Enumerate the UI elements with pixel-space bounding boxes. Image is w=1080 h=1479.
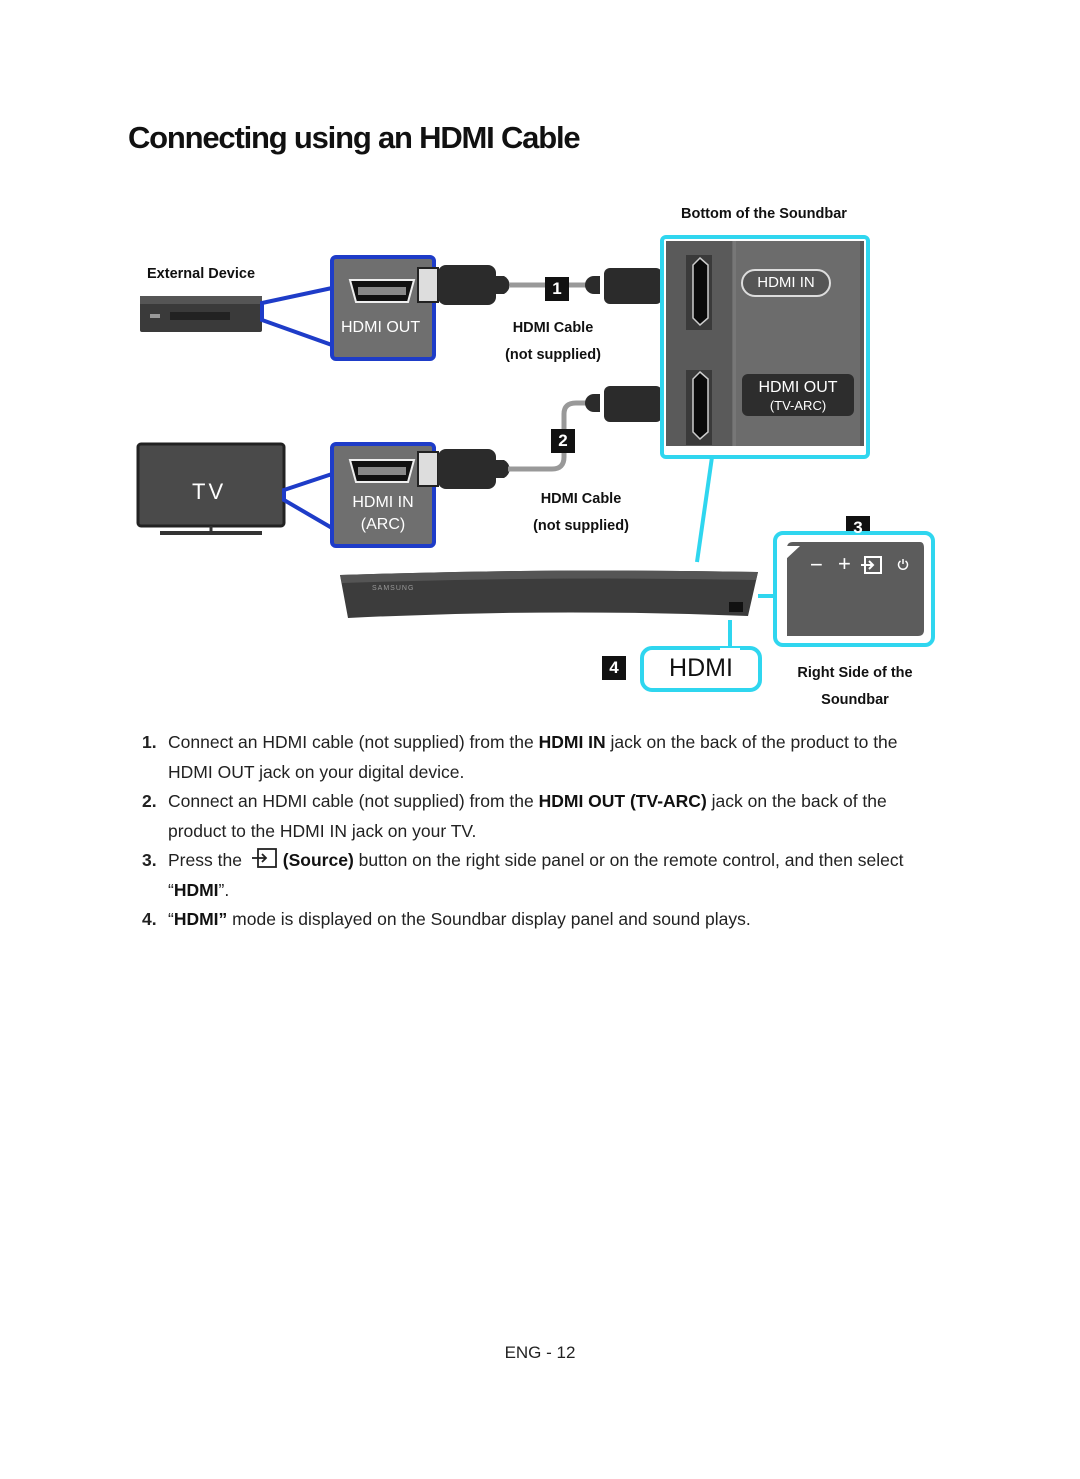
step-text: mode is displayed on the Soundbar displa… (227, 909, 751, 929)
page-title: Connecting using an HDMI Cable (128, 120, 581, 155)
step-badge-4 (602, 656, 626, 680)
step-number: 4. (142, 909, 157, 929)
instruction-steps: 1. Connect an HDMI cable (not supplied) f… (142, 728, 942, 935)
cable-1-label: HDMI Cable (512, 320, 594, 336)
step-emphasis: (Source) (282, 850, 354, 870)
external-connector-callout (260, 285, 334, 348)
soundbar-bottom-panel (660, 235, 870, 459)
soundbar-body (340, 570, 758, 618)
display-box (640, 646, 762, 692)
diagram-graphic (136, 235, 935, 692)
soundbar-hdmi-in-label: HDMI IN (757, 274, 815, 291)
step-badge-1 (545, 277, 569, 301)
right-side-label-2: Soundbar (821, 692, 889, 708)
step-badge-1-text: 1 (552, 279, 562, 298)
external-device-label: External Device (147, 266, 256, 282)
panel-power-icon (897, 559, 909, 570)
step-text: jack on the back of the product to the H… (168, 732, 898, 782)
right-side-panel (773, 531, 935, 647)
step-emphasis: HDMI (173, 879, 219, 900)
step-text: “ (168, 909, 174, 929)
external-device (140, 296, 262, 332)
page-footer: ENG - 12 (504, 1343, 576, 1362)
step-text: Connect an HDMI cable (not supplied) fro… (168, 791, 539, 811)
source-icon (251, 848, 277, 868)
step-text: jack on the back of the product to the H… (168, 791, 887, 841)
step-number: 2. (142, 791, 157, 811)
panel-source-icon (861, 556, 882, 574)
step-3: 3. Press the (Source) button on the right… (142, 846, 942, 905)
step-text: ”. (218, 879, 230, 900)
step-number: 3. (142, 850, 157, 870)
step-badge-4-text: 4 (609, 658, 619, 677)
right-side-label: Right Side of the (797, 665, 913, 681)
bottom-of-soundbar-label: Bottom of the Soundbar (681, 206, 847, 222)
step-1: 1. Connect an HDMI cable (not supplied) f… (142, 728, 942, 787)
connection-diagram: Bottom of the Soundbar External Device T… (0, 0, 1080, 720)
hdmi-out-port-box (330, 255, 436, 361)
hdmi-out-port-label: HDMI OUT (341, 319, 421, 336)
cable-1-note: (not supplied) (505, 347, 601, 363)
step-text: Connect an HDMI cable (not supplied) fro… (168, 732, 539, 752)
display-hdmi-text: HDMI (669, 654, 733, 682)
soundbar-tv-arc-label: (TV-ARC) (769, 398, 827, 413)
volume-up-button-glyph: + (838, 551, 851, 576)
volume-down-button-glyph: − (810, 552, 823, 577)
hdmi-in-port-label: HDMI IN (352, 494, 414, 511)
cable-2-note: (not supplied) (533, 518, 629, 534)
tv-connector-callout (282, 471, 334, 532)
bottom-callout-line (695, 456, 714, 563)
step-text: button on the right side panel or on the… (168, 850, 904, 900)
step-badge-3-text: 3 (853, 518, 863, 537)
hdmi-in-arc-port-box (330, 442, 436, 548)
step-badge-2 (551, 429, 575, 453)
step-number: 1. (142, 732, 157, 752)
step-badge-2-text: 2 (558, 431, 568, 450)
step-emphasis: HDMI IN (538, 732, 606, 752)
tv-graphic (136, 442, 286, 535)
step-2: 2. Connect an HDMI cable (not supplied) f… (142, 787, 942, 846)
soundbar-hdmi-out-label: HDMI OUT (758, 379, 838, 396)
step-emphasis: HDMI OUT (TV-ARC) (538, 791, 707, 811)
step-emphasis: HDMI” (173, 909, 228, 929)
hdmi-cable-2 (417, 386, 683, 489)
step-4: 4. “HDMI” mode is displayed on the Soundb… (142, 905, 942, 935)
samsung-logo-mark: SAMSUNG (372, 585, 415, 592)
tv-screen-label: TV (192, 479, 227, 504)
arc-port-label: (ARC) (360, 516, 406, 533)
step-text: Press the (168, 850, 247, 870)
cable-2-label: HDMI Cable (540, 491, 622, 507)
